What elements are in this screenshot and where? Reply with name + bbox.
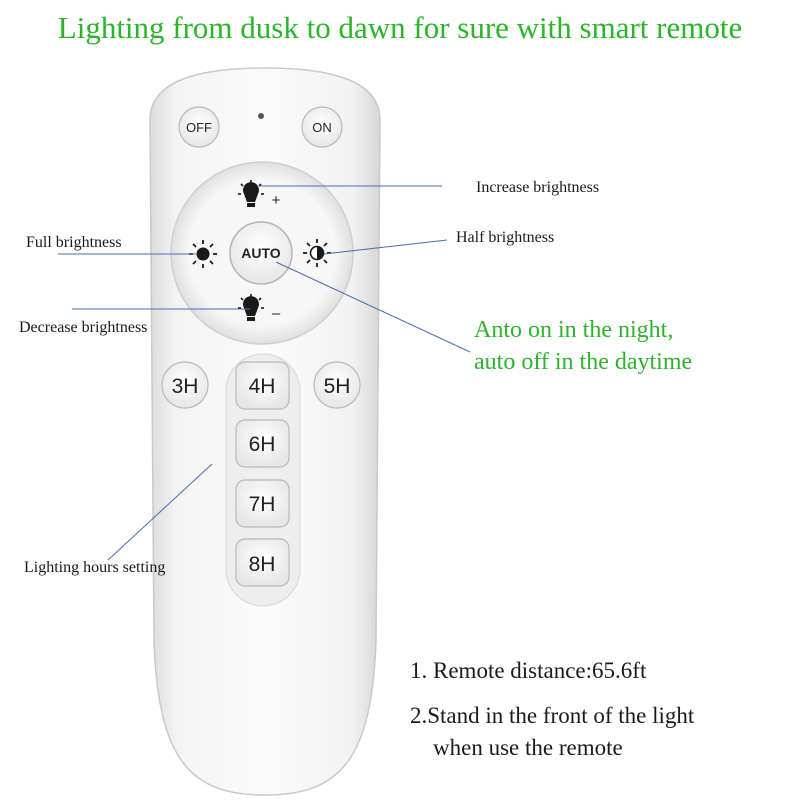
callout-full-brightness: Full brightness [26, 234, 122, 251]
brightness-down-symbol: – [272, 305, 281, 322]
off-button-label: OFF [186, 120, 212, 135]
callout-lighting-hours: Lighting hours setting [24, 559, 166, 576]
callout-auto-line1: Anto on in the night, [474, 317, 674, 343]
hour-button-8h-label: 8H [249, 553, 276, 576]
bulb-up-icon [238, 180, 264, 207]
hour-button-5h[interactable]: 5H [313, 361, 361, 409]
hour-button-3h-label: 3H [172, 375, 199, 398]
callout-increase-brightness: Increase brightness [476, 179, 600, 196]
note-stand-front-line2: when use the remote [433, 735, 623, 760]
hour-button-4h[interactable]: 4H [235, 361, 290, 410]
hour-button-7h-label: 7H [249, 493, 276, 516]
brightness-down-button[interactable]: – [238, 294, 281, 322]
hour-button-3h[interactable]: 3H [161, 361, 209, 409]
hour-button-5h-label: 5H [324, 375, 351, 398]
auto-button-label: AUTO [241, 245, 281, 261]
bulb-down-icon [238, 294, 264, 321]
hour-button-7h[interactable]: 7H [235, 479, 290, 528]
hour-button-4h-label: 4H [249, 375, 276, 398]
hour-button-6h-label: 6H [249, 433, 276, 456]
brightness-up-button[interactable]: + [238, 180, 281, 209]
sun-full-icon [189, 240, 217, 268]
callout-auto-line2: auto off in the daytime [474, 349, 693, 375]
on-button[interactable]: ON [301, 106, 343, 148]
callout-line-hours [107, 463, 213, 561]
on-button-label: ON [312, 120, 332, 135]
auto-button[interactable]: AUTO [229, 221, 293, 285]
headline: Lighting from dusk to dawn for sure with… [57, 10, 743, 45]
callout-line-auto [275, 261, 471, 353]
brightness-up-symbol: + [272, 192, 281, 209]
off-button[interactable]: OFF [178, 106, 220, 148]
callout-half-brightness: Half brightness [456, 229, 555, 246]
note-stand-front-line1: 2.Stand in the front of the light [410, 703, 695, 728]
full-brightness-button[interactable] [189, 240, 217, 268]
hour-button-8h[interactable]: 8H [235, 538, 290, 587]
hour-button-6h[interactable]: 6H [235, 419, 290, 468]
indicator-led [258, 113, 264, 119]
note-remote-distance: 1. Remote distance:65.6ft [410, 658, 647, 683]
callout-decrease-brightness: Decrease brightness [19, 319, 148, 336]
callout-line-half [323, 239, 448, 255]
